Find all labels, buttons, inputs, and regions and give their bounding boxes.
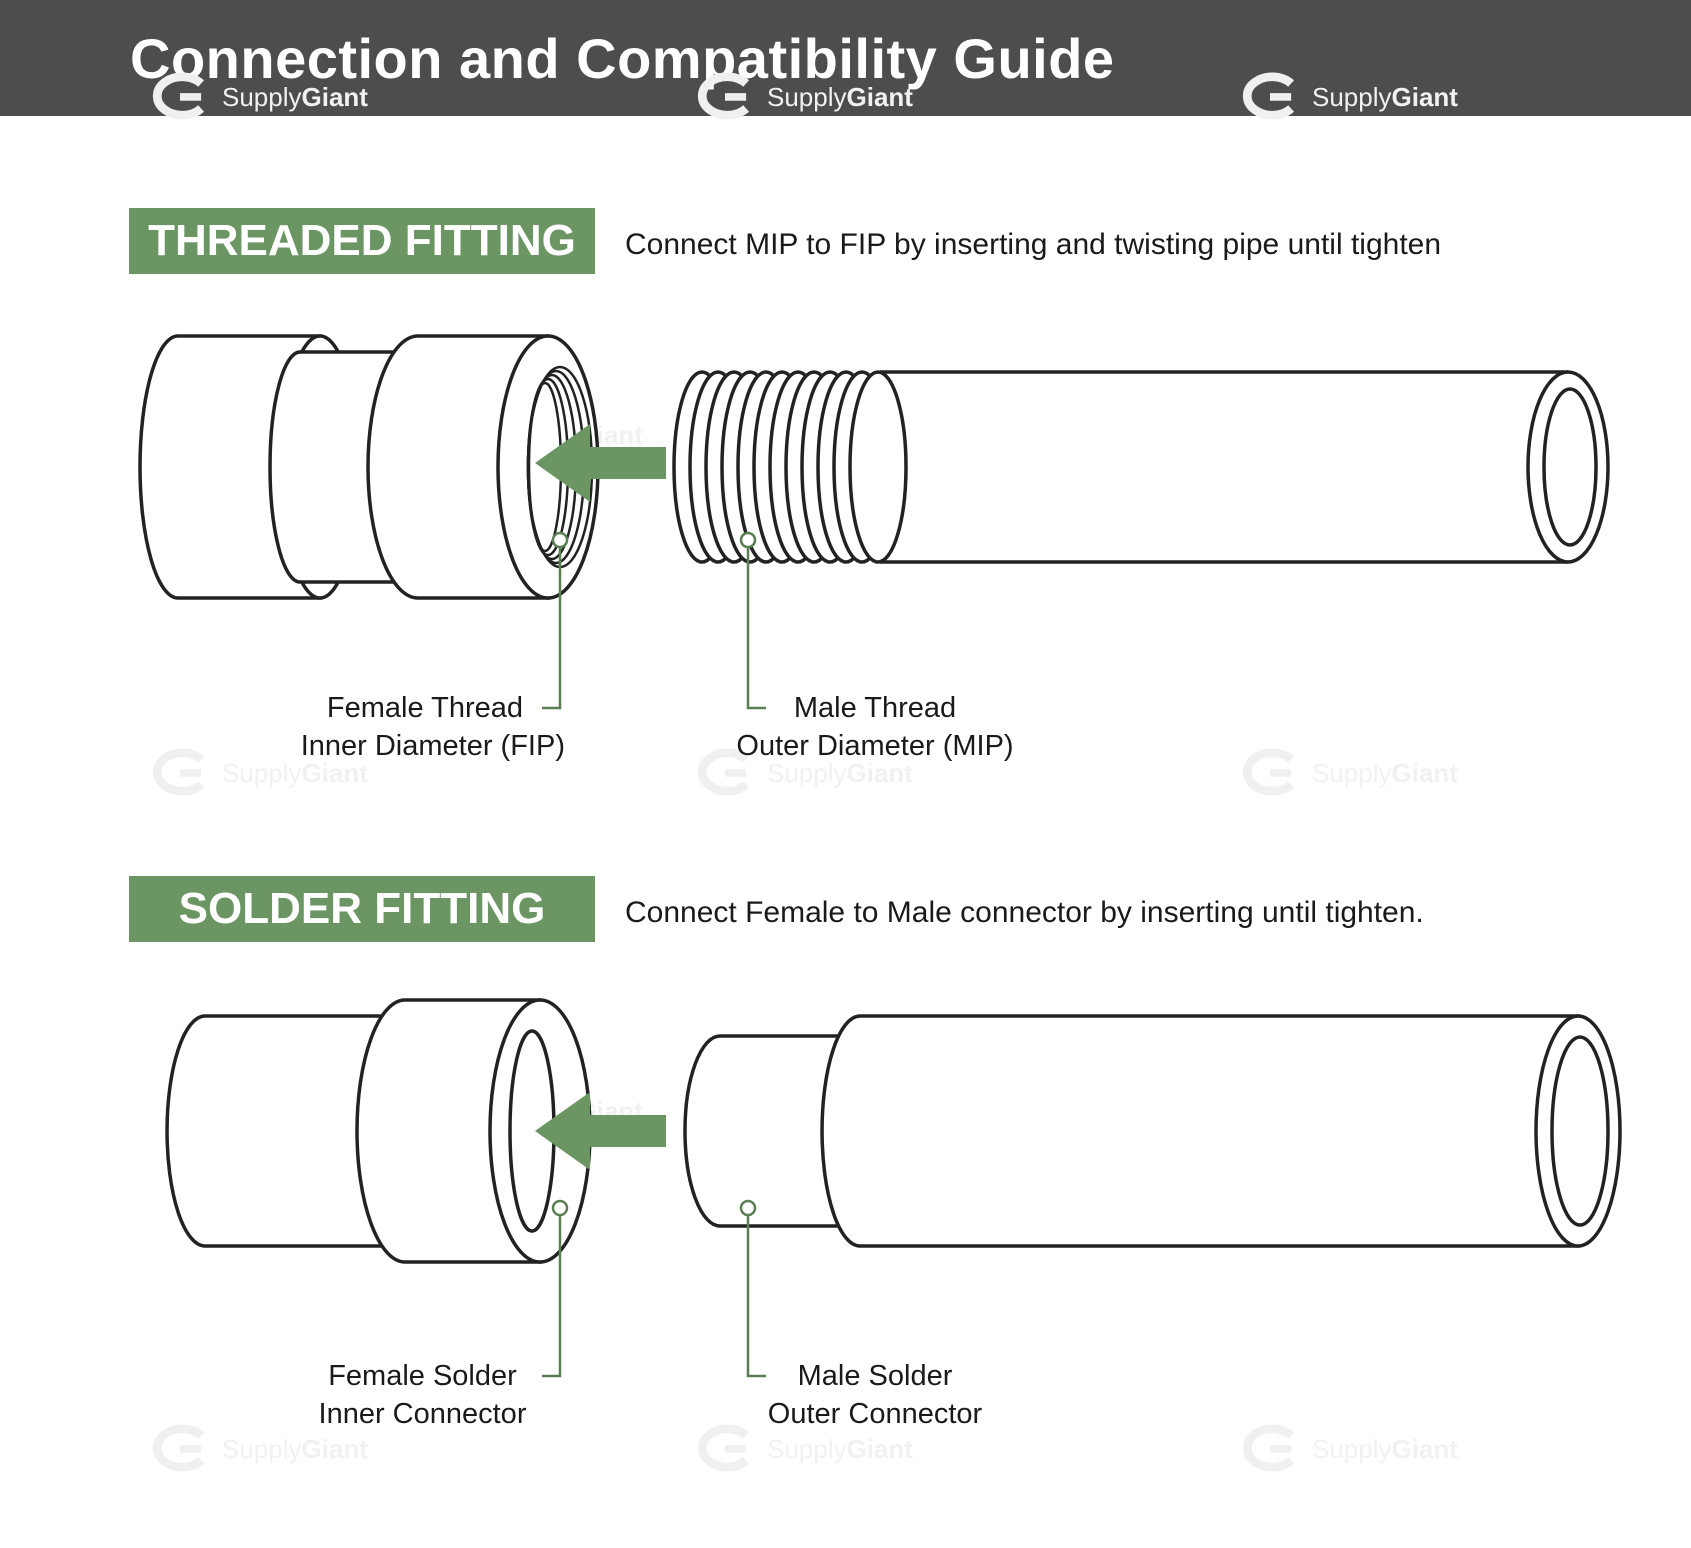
page-title: Connection and Compatibility Guide: [130, 27, 1115, 90]
watermark: SupplyGiant: [702, 1429, 913, 1467]
supplygiant-logo-icon: [702, 77, 746, 115]
male-solder-label: Male Solder Outer Connector: [745, 1357, 1005, 1433]
female-solder-fitting-body: [355, 998, 542, 1264]
mip-label: Male Thread Outer Diameter (MIP): [720, 689, 1030, 765]
watermark: SupplyGiant: [157, 77, 368, 115]
supplygiant-logo-icon: [1247, 1429, 1291, 1467]
mip-thread-rings: [672, 370, 908, 564]
solder-pipe-open-end-inner: [1550, 1035, 1610, 1227]
mip-callout-line: [746, 547, 766, 710]
watermark: SupplyGiant: [157, 753, 368, 791]
solder-callout-lines: [542, 1199, 766, 1378]
header-bar: Connection and Compatibility Guide: [0, 0, 1691, 116]
watermark: SupplyGiant: [1247, 1429, 1458, 1467]
svg-text:SupplyGiant: SupplyGiant: [222, 758, 368, 788]
male-solder-label-line2: Outer Connector: [767, 1398, 983, 1430]
threaded-instruction: Connect MIP to FIP by inserting and twis…: [625, 228, 1442, 261]
supplygiant-logo-icon: [157, 77, 201, 115]
female-solder-callout-dot: [551, 1199, 569, 1217]
fip-label-line2: Inner Diameter (FIP): [300, 730, 565, 762]
male-solder-callout-dot: [739, 1199, 757, 1217]
svg-text:SupplyGiant: SupplyGiant: [1312, 82, 1458, 112]
svg-text:SupplyGiant: SupplyGiant: [767, 1434, 913, 1464]
arrow-left-icon: [535, 1092, 666, 1170]
mip-label-line2: Outer Diameter (MIP): [736, 730, 1014, 762]
watermark-layer: SupplyGiant SupplyGiant SupplyGiant Supp…: [157, 77, 1458, 1467]
mip-thread-ring: [848, 370, 908, 564]
solder-instruction: Connect Female to Male connector by inse…: [625, 896, 1424, 929]
supplygiant-logo-icon: [1247, 753, 1291, 791]
mip-pipe-outline: [880, 370, 1568, 564]
svg-text:SupplyGiant: SupplyGiant: [1312, 1434, 1458, 1464]
mip-pipe-open-end-inner: [1542, 387, 1598, 547]
supplygiant-logo-icon: [157, 753, 201, 791]
watermark: SupplyGiant: [702, 753, 913, 791]
supplygiant-logo-icon: [157, 1429, 201, 1467]
watermark: SupplyGiant: [1247, 77, 1458, 115]
watermark: SupplyGiant: [702, 77, 913, 115]
threaded-fitting-drawing: [138, 334, 1610, 600]
fip-callout-dot: [551, 531, 569, 549]
svg-text:SupplyGiant: SupplyGiant: [767, 82, 913, 112]
female-solder-label-line2: Inner Connector: [318, 1398, 527, 1430]
mip-pipe-body: [880, 372, 1568, 562]
supplygiant-logo-icon: [702, 1429, 746, 1467]
solder-pipe-body: [820, 1014, 1580, 1248]
solder-fitting-drawing: [165, 998, 1622, 1264]
supplygiant-logo-icon: [1247, 77, 1291, 115]
male-solder-connector: [683, 1034, 852, 1228]
mip-callout-dot: [739, 531, 757, 549]
female-solder-label-line1: Female Solder: [328, 1360, 517, 1392]
fip-label-line1: Female Thread: [326, 692, 523, 724]
threaded-fitting-badge: THREADED FITTING: [129, 208, 595, 274]
fip-callout-line: [542, 547, 562, 710]
watermark: SupplyGiant: [1247, 753, 1458, 791]
mip-label-line1: Male Thread: [793, 692, 957, 724]
svg-text:SupplyGiant: SupplyGiant: [222, 82, 368, 112]
fip-label: Female Thread Inner Diameter (FIP): [301, 689, 565, 765]
solder-fitting-badge: SOLDER FITTING: [129, 876, 595, 942]
female-solder-fitting-back: [165, 1014, 402, 1248]
threaded-callout-lines: [542, 531, 766, 710]
male-solder-callout-line: [746, 1215, 766, 1378]
arrow-left-icon: [535, 424, 666, 502]
female-solder-callout-line: [542, 1215, 562, 1378]
male-solder-label-line1: Male Solder: [797, 1360, 953, 1392]
svg-text:SupplyGiant: SupplyGiant: [1312, 758, 1458, 788]
svg-text:SupplyGiant: SupplyGiant: [767, 758, 913, 788]
svg-text:SupplyGiant: SupplyGiant: [222, 1434, 368, 1464]
watermark: SupplyGiant: [157, 1429, 368, 1467]
female-solder-label: Female Solder Inner Connector: [300, 1357, 545, 1433]
